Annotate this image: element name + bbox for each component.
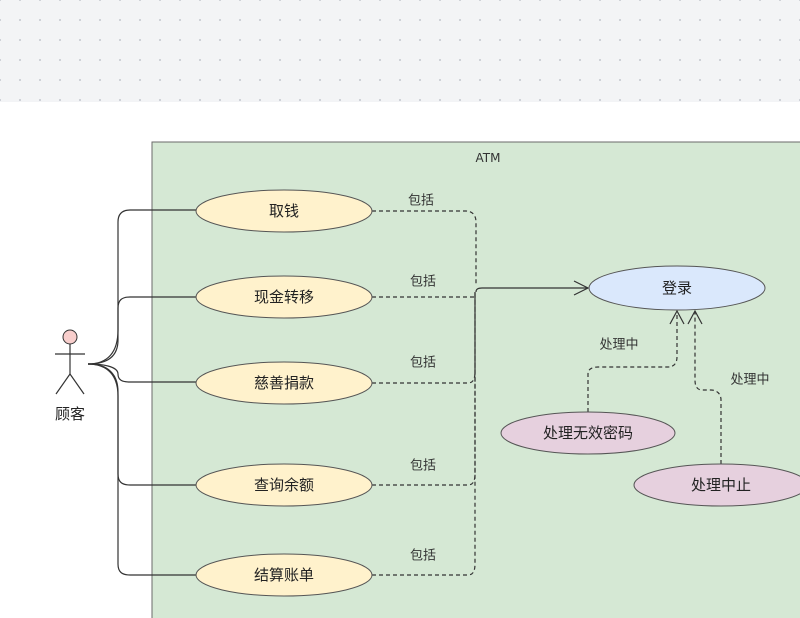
actor-right-leg [69, 373, 85, 395]
include-label-withdraw: 包括 [408, 194, 434, 209]
actor-label: 顾客 [55, 405, 85, 423]
use-case-invalid-pin-label: 处理无效密码 [543, 424, 633, 442]
relation-labels: 包括 包括 包括 包括 包括 处理中 处理中 [408, 194, 770, 564]
include-label-donate: 包括 [410, 356, 436, 371]
actor-head [62, 329, 78, 345]
include-arrow-line[interactable] [475, 287, 588, 293]
extend-label-invalid-pin: 处理中 [599, 338, 638, 353]
actor-left-leg [55, 373, 71, 395]
extend-line-abort[interactable] [694, 312, 722, 464]
include-arrow [475, 280, 590, 296]
use-case-login[interactable]: 登录 [588, 265, 766, 311]
use-case-donate-label: 慈善捐款 [254, 374, 314, 392]
include-line-withdraw[interactable] [372, 210, 477, 284]
use-case-abort-label: 处理中止 [691, 476, 751, 494]
include-arrow-head [573, 280, 590, 296]
use-case-transfer-label: 现金转移 [254, 288, 314, 306]
connector-transfer[interactable] [87, 296, 196, 365]
use-case-pay-bill[interactable]: 结算账单 [195, 553, 373, 597]
include-label-pay-bill: 包括 [410, 549, 436, 564]
use-case-withdraw-label: 取钱 [269, 202, 299, 220]
use-case-balance-label: 查询余额 [254, 476, 314, 494]
connector-pay-bill[interactable] [87, 363, 196, 576]
extend-arrowhead-abort [687, 309, 703, 325]
use-case-invalid-pin[interactable]: 处理无效密码 [500, 411, 676, 455]
use-case-donate[interactable]: 慈善捐款 [195, 361, 373, 405]
include-label-transfer: 包括 [410, 275, 436, 290]
include-connectors [372, 210, 477, 576]
use-case-pay-bill-label: 结算账单 [254, 566, 314, 584]
actor-customer[interactable]: 顾客 [55, 329, 85, 423]
canvas-grid [0, 0, 800, 102]
use-case-withdraw[interactable]: 取钱 [195, 189, 373, 233]
use-case-login-label: 登录 [662, 279, 692, 297]
use-case-abort[interactable]: 处理中止 [633, 463, 800, 507]
system-title: ATM [476, 151, 501, 165]
include-label-balance: 包括 [410, 459, 436, 474]
use-case-balance[interactable]: 查询余额 [195, 463, 373, 507]
actor-connectors [87, 209, 196, 576]
extend-arrowhead-invalid-pin [669, 309, 685, 325]
extend-line-invalid-pin[interactable] [587, 312, 678, 412]
connector-donate[interactable] [87, 363, 196, 383]
extend-connectors [587, 312, 722, 464]
connector-withdraw[interactable] [87, 209, 196, 365]
extend-label-abort: 处理中 [730, 373, 769, 388]
use-case-transfer[interactable]: 现金转移 [195, 275, 373, 319]
extend-arrowheads [669, 309, 703, 325]
